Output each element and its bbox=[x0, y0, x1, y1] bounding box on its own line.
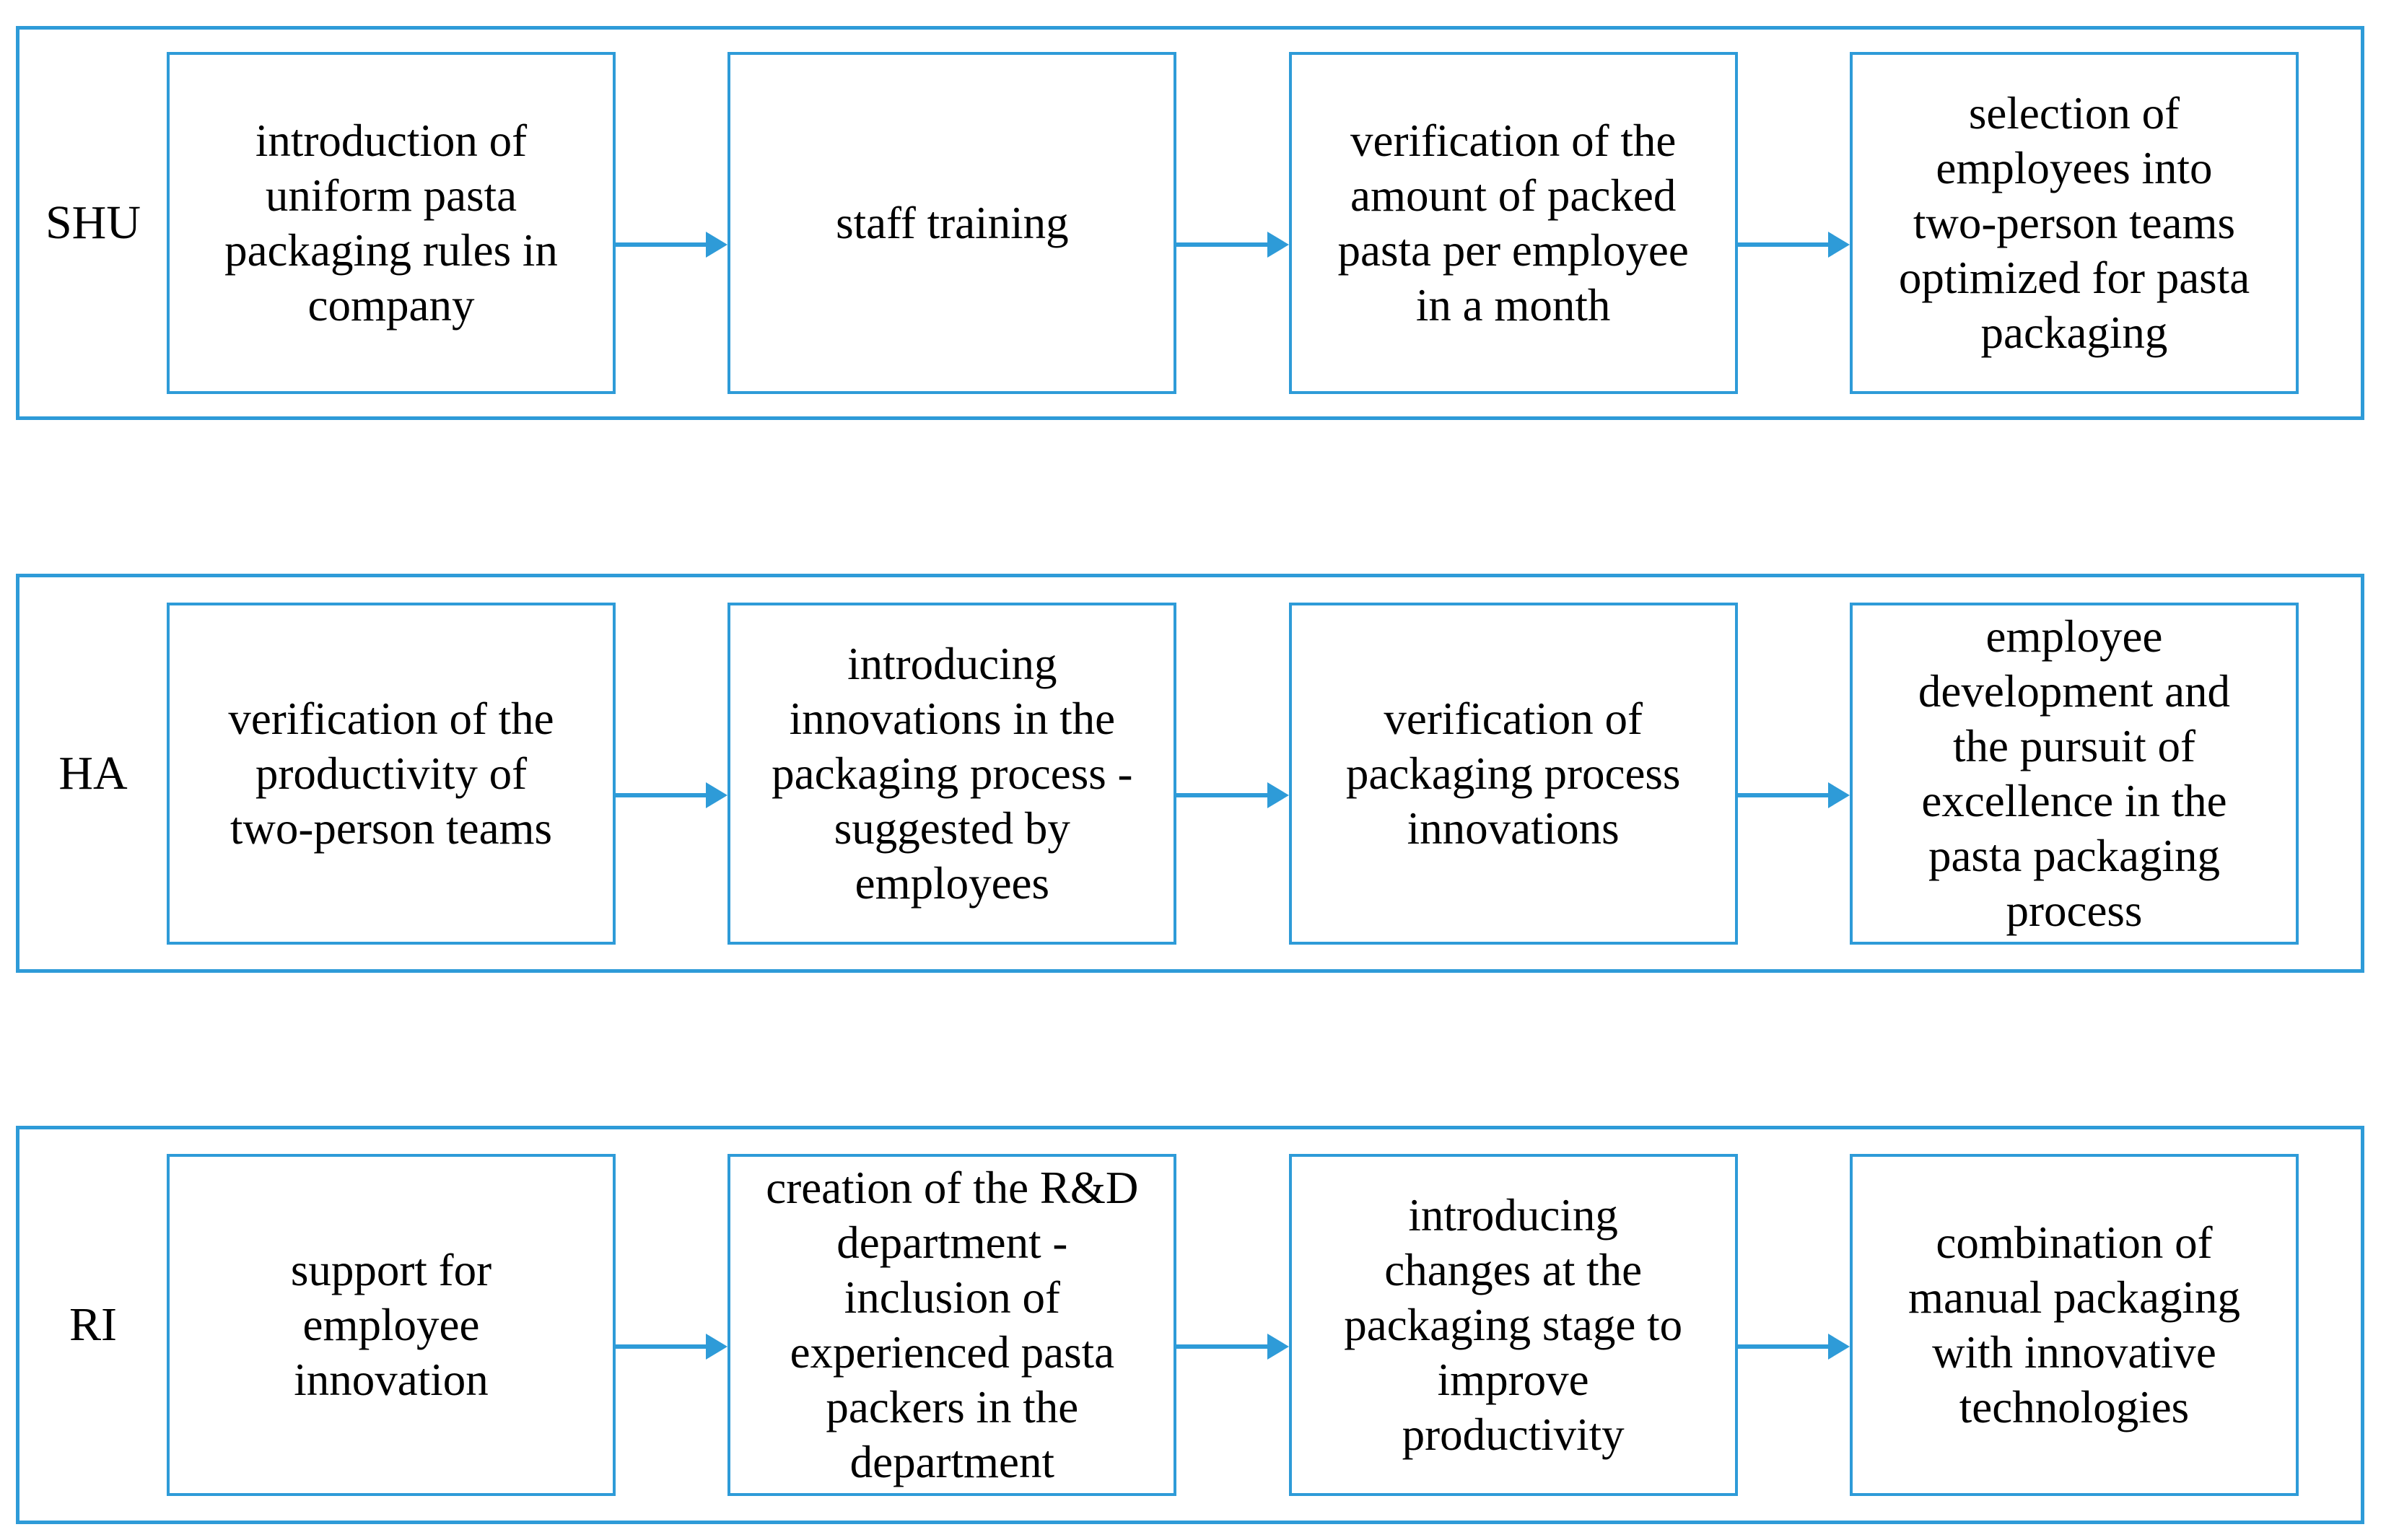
flow-box-text: verification of the productivity of two-… bbox=[228, 693, 554, 854]
flow-box-text: support for employee innovation bbox=[290, 1245, 492, 1405]
flow-box-shu-2: staff training bbox=[727, 52, 1177, 394]
arrow-right-icon bbox=[616, 624, 728, 966]
arrow-right-icon bbox=[1176, 624, 1289, 966]
arrow-head bbox=[706, 1334, 728, 1360]
flow-box-ri-3: introducing changes at the packaging sta… bbox=[1288, 1154, 1738, 1496]
arrow-right-icon bbox=[1737, 74, 1850, 416]
flow-box-ri-1: support for employee innovation bbox=[167, 1154, 616, 1496]
flow-box-ri-2: creation of the R&D department - inclusi… bbox=[727, 1154, 1177, 1496]
row-label-ri: RI bbox=[69, 1298, 117, 1351]
arrow-line bbox=[1176, 242, 1267, 247]
flow-box-ha-1: verification of the productivity of two-… bbox=[167, 602, 616, 945]
arrow-head bbox=[1827, 232, 1850, 258]
arrow-head bbox=[1267, 1334, 1289, 1360]
arrow-line bbox=[1737, 242, 1828, 247]
arrow-head bbox=[1267, 782, 1289, 808]
row-label-shu: SHU bbox=[45, 196, 141, 249]
flow-row-shu: SHU introduction of uniform pasta packag… bbox=[16, 26, 2364, 420]
arrow-right-icon bbox=[1176, 74, 1289, 416]
flow-row-ha: HA verification of the productivity of t… bbox=[16, 574, 2364, 973]
arrow-line bbox=[1176, 792, 1267, 797]
flow-box-ha-2: introducing innovations in the packaging… bbox=[727, 602, 1177, 945]
arrow-line bbox=[616, 792, 707, 797]
flow-box-shu-1: introduction of uniform pasta packaging … bbox=[167, 52, 616, 394]
flow-box-shu-3: verification of the amount of packed pas… bbox=[1288, 52, 1738, 394]
arrow-line bbox=[616, 1344, 707, 1349]
flow-box-text: introducing innovations in the packaging… bbox=[772, 638, 1133, 909]
arrow-head bbox=[1827, 782, 1850, 808]
flow-box-text: creation of the R&D department - inclusi… bbox=[766, 1163, 1139, 1487]
flow-box-shu-4: selection of employees into two-person t… bbox=[1849, 52, 2299, 394]
flow-box-text: introducing changes at the packaging sta… bbox=[1344, 1190, 1683, 1460]
arrow-line bbox=[1737, 1344, 1828, 1349]
arrow-head bbox=[1267, 232, 1289, 258]
flow-box-text: employee development and the pursuit of … bbox=[1918, 611, 2231, 936]
flow-box-text: staff training bbox=[836, 198, 1069, 248]
arrow-right-icon bbox=[1737, 624, 1850, 966]
arrow-head bbox=[1827, 1334, 1850, 1360]
flow-box-text: introduction of uniform pasta packaging … bbox=[224, 115, 558, 331]
flow-box-ha-3: verification of packaging process innova… bbox=[1288, 602, 1738, 945]
flow-box-text: verification of packaging process innova… bbox=[1345, 693, 1681, 854]
flow-box-text: combination of manual packaging with inn… bbox=[1908, 1217, 2241, 1432]
arrow-head bbox=[706, 232, 728, 258]
arrow-right-icon bbox=[1176, 1176, 1289, 1518]
arrow-line bbox=[1176, 1344, 1267, 1349]
arrow-line bbox=[1737, 792, 1828, 797]
flow-row-ri: RI support for employee innovation creat… bbox=[16, 1126, 2364, 1524]
arrow-right-icon bbox=[1737, 1176, 1850, 1518]
flow-box-ri-4: combination of manual packaging with inn… bbox=[1849, 1154, 2299, 1496]
arrow-head bbox=[706, 782, 728, 808]
arrow-right-icon bbox=[616, 74, 728, 416]
flow-box-ha-4: employee development and the pursuit of … bbox=[1849, 602, 2299, 945]
arrow-line bbox=[616, 242, 707, 247]
arrow-right-icon bbox=[616, 1176, 728, 1518]
flow-box-text: verification of the amount of packed pas… bbox=[1337, 115, 1689, 331]
flow-box-text: selection of employees into two-person t… bbox=[1898, 88, 2250, 358]
row-label-ha: HA bbox=[58, 746, 128, 800]
